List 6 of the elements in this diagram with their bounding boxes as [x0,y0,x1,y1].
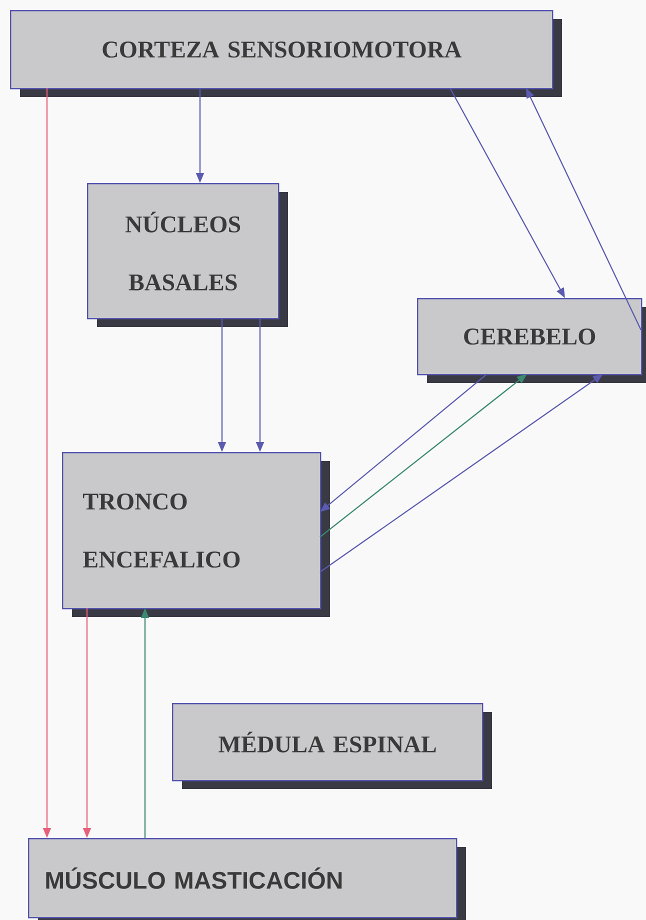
box: MÚSCULO MASTICACIÓN [28,838,466,920]
box: NÚCLEOS BASALES [87,183,288,327]
box: CEREBELO [417,298,646,383]
box: CORTEZA SENSORIOMOTORA [10,10,562,97]
box: MÉDULA ESPINAL [172,703,492,789]
box: TRONCO ENCEFALICO [62,452,330,617]
